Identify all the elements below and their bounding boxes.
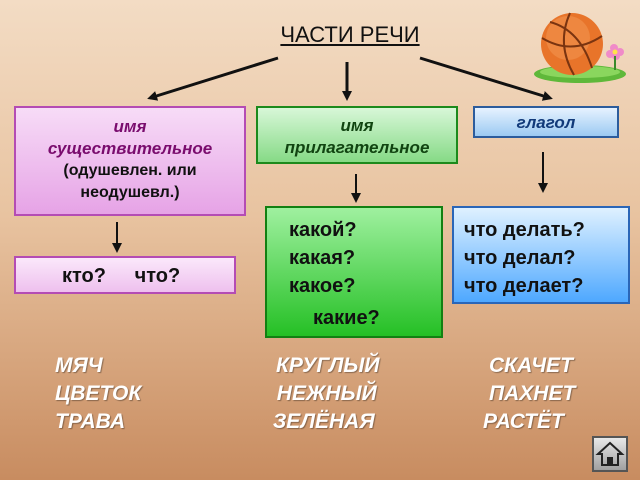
home-button[interactable] (592, 436, 628, 472)
verb-question-2: что делал? (464, 247, 576, 269)
noun-questions-box: кто? что? (14, 256, 236, 294)
noun-name-line2: существительное (47, 139, 213, 158)
noun-note-line1: (одушевлен. или (63, 162, 197, 179)
adjective-example-3: ЗЕЛЁНАЯ (272, 410, 375, 433)
verb-name: глагол (516, 113, 576, 132)
verb-question-3: что делает? (464, 275, 584, 297)
noun-note-line2: неодушевл.) (80, 184, 180, 201)
adjective-question-4: какие? (313, 307, 380, 329)
noun-example-2: ЦВЕТОК (55, 382, 142, 405)
adjective-questions-box: какой? какая? какое? какие? (265, 206, 443, 338)
noun-name-line1: имя (113, 117, 147, 136)
adjective-examples: КРУГЛЫЙ НЕЖНЫЙ ЗЕЛЁНАЯ (268, 352, 380, 436)
adjective-name-line2: прилагательное (284, 138, 430, 157)
verb-examples: СКАЧЕТ ПАХНЕТ РАСТЁТ (483, 352, 575, 436)
adjective-category-box: имя прилагательное (256, 106, 458, 164)
adjective-example-2: НЕЖНЫЙ (276, 382, 377, 405)
verb-questions-box: что делать? что делал? что делает? (452, 206, 630, 304)
verb-example-3: РАСТЁТ (483, 410, 564, 433)
page-title: ЧАСТИ РЕЧИ (280, 22, 420, 47)
arrow-title-to-noun (147, 56, 279, 101)
verb-example-2: ПАХНЕТ (489, 382, 576, 405)
verb-question-1: что делать? (464, 219, 585, 241)
noun-example-1: МЯЧ (55, 354, 103, 377)
verb-example-1: СКАЧЕТ (489, 354, 573, 377)
home-icon (595, 441, 625, 466)
noun-examples: МЯЧ ЦВЕТОК ТРАВА (55, 352, 141, 436)
basketball-icon (534, 12, 626, 83)
noun-category-box: имя существительное (одушевлен. или неод… (14, 106, 246, 216)
arrow-title-to-verb (419, 56, 553, 101)
adjective-example-1: КРУГЛЫЙ (276, 354, 380, 377)
noun-example-3: ТРАВА (55, 410, 126, 433)
adjective-name-line1: имя (340, 116, 374, 135)
adjective-question-2: какая? (289, 247, 356, 269)
adjective-question-1: какой? (289, 219, 357, 241)
adjective-question-3: какое? (289, 275, 356, 297)
verb-category-box: глагол (473, 106, 619, 138)
noun-questions: кто? что? (62, 265, 181, 287)
